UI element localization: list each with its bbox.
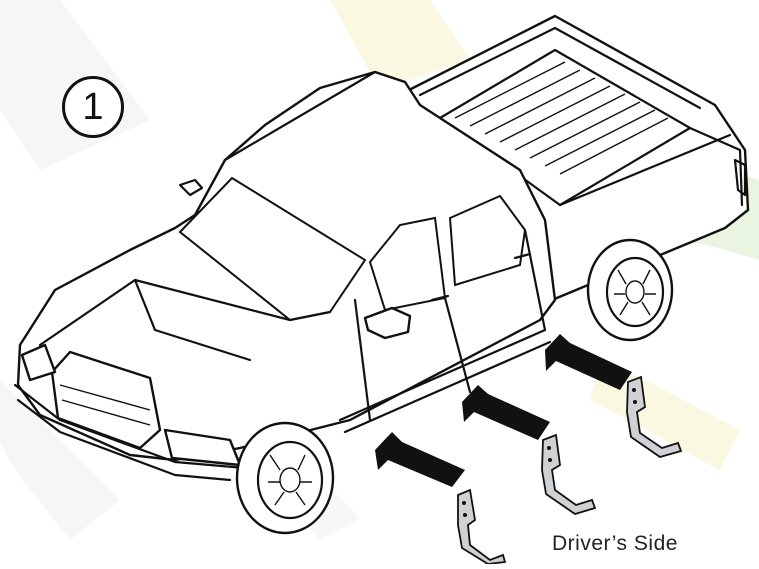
step-number-badge: 1: [62, 76, 124, 138]
bracket-middle: [542, 435, 595, 514]
bracket-front: [458, 490, 505, 564]
arrow-rear: [545, 334, 632, 390]
drivers-side-caption: Driver’s Side: [552, 532, 678, 556]
arrow-middle: [462, 385, 550, 440]
front-wheel: [237, 423, 333, 533]
arrow-front: [375, 432, 465, 487]
rear-wheel: [588, 240, 672, 340]
